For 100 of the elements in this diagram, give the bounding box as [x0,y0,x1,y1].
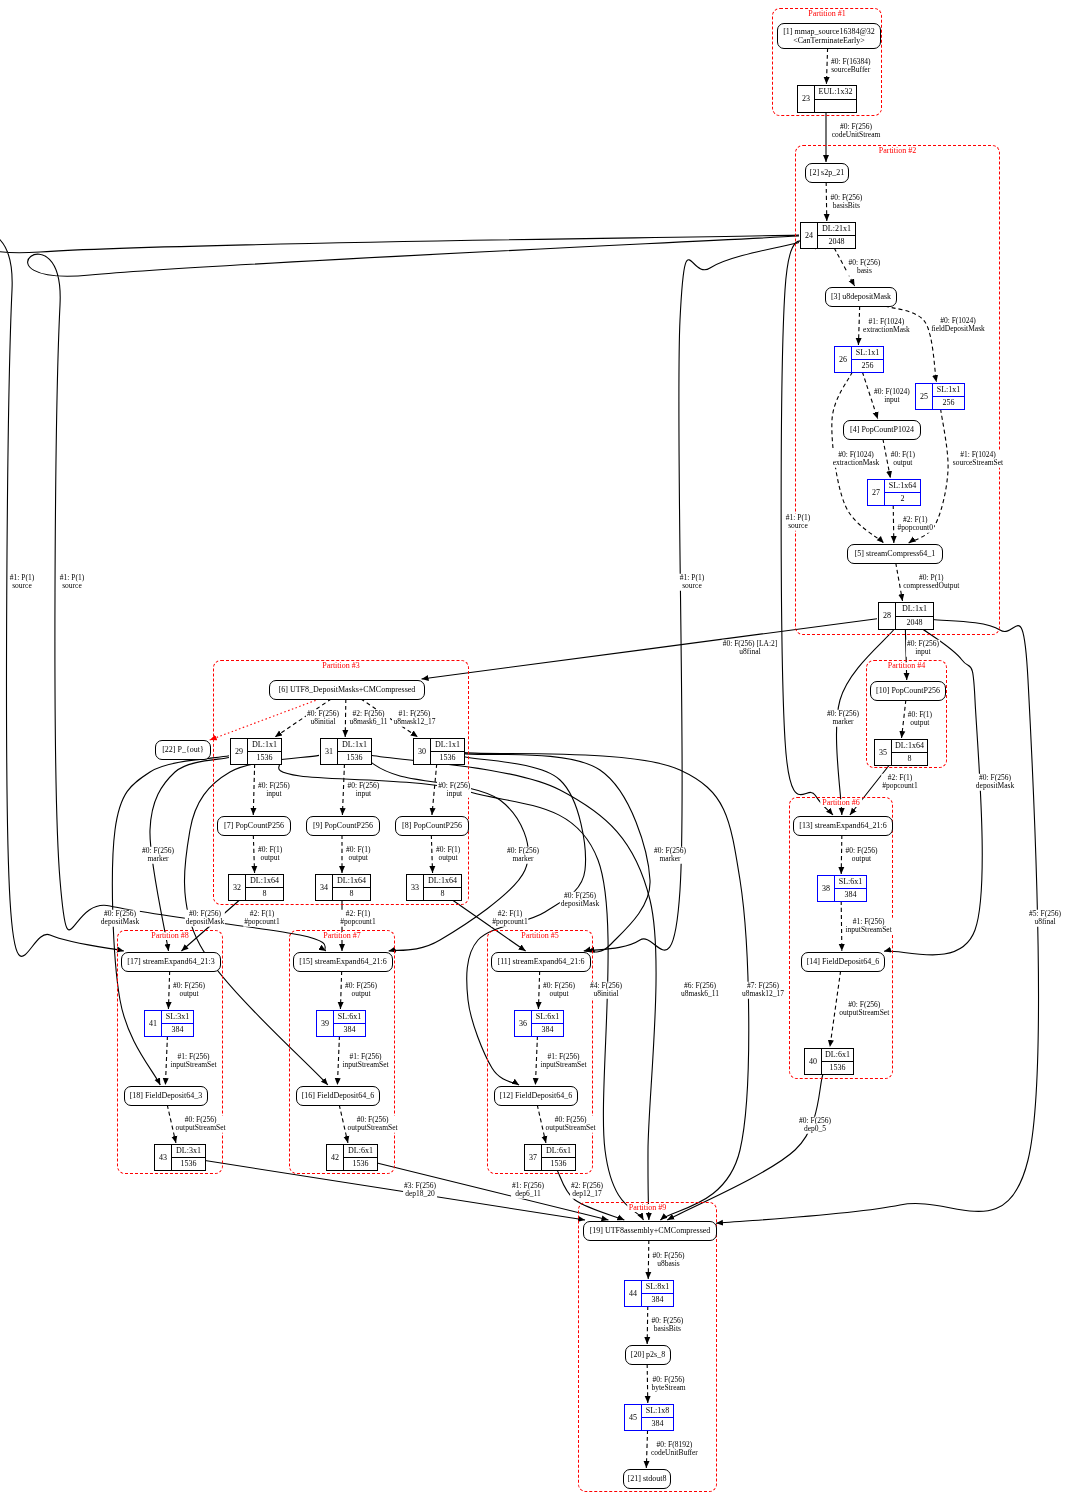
arrow [666,1073,824,1221]
buffer-size: 8 [262,890,267,898]
arrow [536,1104,548,1144]
kernel-box [121,952,221,972]
buffer-record [915,383,965,410]
buffer-type: SL:1x64 [888,482,917,490]
buffer-type: DL:1x1 [252,741,277,749]
buffer-record [315,874,371,901]
buffer-record [413,738,465,765]
buffer-id: 40 [809,1057,817,1066]
partition-title: Partition #8 [149,932,191,940]
arrow [162,1035,169,1086]
arrow [339,834,345,874]
kernel-name: [17] streamExpand64_21:3 [127,957,215,967]
arrow [908,408,949,544]
arrow [250,763,257,816]
buffer-type: DL:3x1 [176,1147,201,1155]
kernel-box [847,544,943,564]
buffer-record [154,1144,206,1171]
arrow [831,371,885,544]
buffer-size: 1536 [256,754,273,762]
buffer-record [230,738,282,765]
arrow [278,763,645,1221]
arrow [463,752,750,1221]
buffer-record [316,1010,366,1037]
kernel-name: [21] stdout8 [627,1474,667,1484]
buffer-type: DL:21x1 [822,225,851,233]
arrow [376,1162,609,1222]
kernel-box [269,680,425,700]
buffer-type: SL:6x1 [535,1013,560,1021]
partition-title: Partition #7 [321,932,363,940]
kernel-name: [22] P_{out} [162,745,204,755]
kernel-name: [18] FieldDeposit64_3 [129,1091,203,1101]
arrow [429,763,438,816]
arrow [645,1239,652,1280]
partition-title: Partition #2 [876,147,919,155]
kernel-name: [7] PopCountP256 [224,821,284,831]
arrow [644,1305,651,1345]
kernel-box [306,816,380,836]
kernel-box [777,23,881,49]
kernel-box [805,163,849,183]
arrow [823,111,829,163]
buffer-record [797,85,857,113]
kernel-box [583,1221,717,1241]
buffer-type: DL:1x1 [342,741,367,749]
kernel-box [825,287,897,307]
kernel-name: [6] UTF8_DepositMasks+CMCompressed [278,685,416,695]
buffer-record [624,1404,674,1431]
buffer-size: 384 [171,1026,184,1034]
buffer-size: 8 [907,755,912,763]
buffer-size: 1536 [439,754,456,762]
arrow [370,754,657,1221]
buffer-size: 8 [349,890,354,898]
arrow [111,755,230,1086]
arrow [780,240,834,816]
arrow [274,698,332,738]
arrow [890,504,897,544]
arrow [463,753,651,954]
arrow [204,1160,586,1222]
buffer-size: 1536 [352,1160,369,1168]
partition-title: Partition #4 [885,662,928,670]
partition-title: Partition #9 [626,1204,669,1212]
kernel-name: [13] streamExpand64_21:6 [799,821,887,831]
buffer-id: 38 [822,884,830,893]
buffer-id: 29 [235,747,243,756]
partition-frame [866,660,947,768]
buffer-id: 44 [629,1289,637,1298]
partition-title: Partition #5 [519,932,561,940]
buffer-size: 1536 [829,1064,846,1072]
buffer-id: 25 [920,392,928,401]
buffer-id: 23 [802,95,810,103]
buffer-record [524,1144,576,1171]
arrow [532,1035,539,1086]
buffer-record [228,874,284,901]
arrow [827,970,842,1048]
arrow [833,247,856,287]
kernel-box [843,420,921,440]
buffer-type: SL:1x1 [855,349,880,357]
kernel-box [494,1086,578,1106]
buffer-type: DL:1x64 [895,742,924,750]
buffer-id: 24 [805,231,813,240]
arrow [463,756,586,1086]
buffer-record [406,874,462,901]
arrow [861,371,879,420]
arrow [849,764,890,816]
buffer-id: 32 [233,883,241,892]
arrow [342,698,349,738]
buffer-id: 31 [325,747,333,756]
buffer-id: 37 [529,1153,537,1162]
buffer-size: 384 [651,1296,664,1304]
kernel-box [296,1086,380,1106]
buffer-record [326,1144,378,1171]
buffer-size: 256 [861,362,874,370]
kernel-name: [5] streamCompress64_1 [854,549,936,559]
arrow [334,1035,341,1086]
arrow [339,763,346,816]
kernel-box [124,1086,208,1106]
buffer-type: DL:6x1 [348,1147,373,1155]
buffer-record [834,346,884,373]
arrow [644,1363,651,1404]
